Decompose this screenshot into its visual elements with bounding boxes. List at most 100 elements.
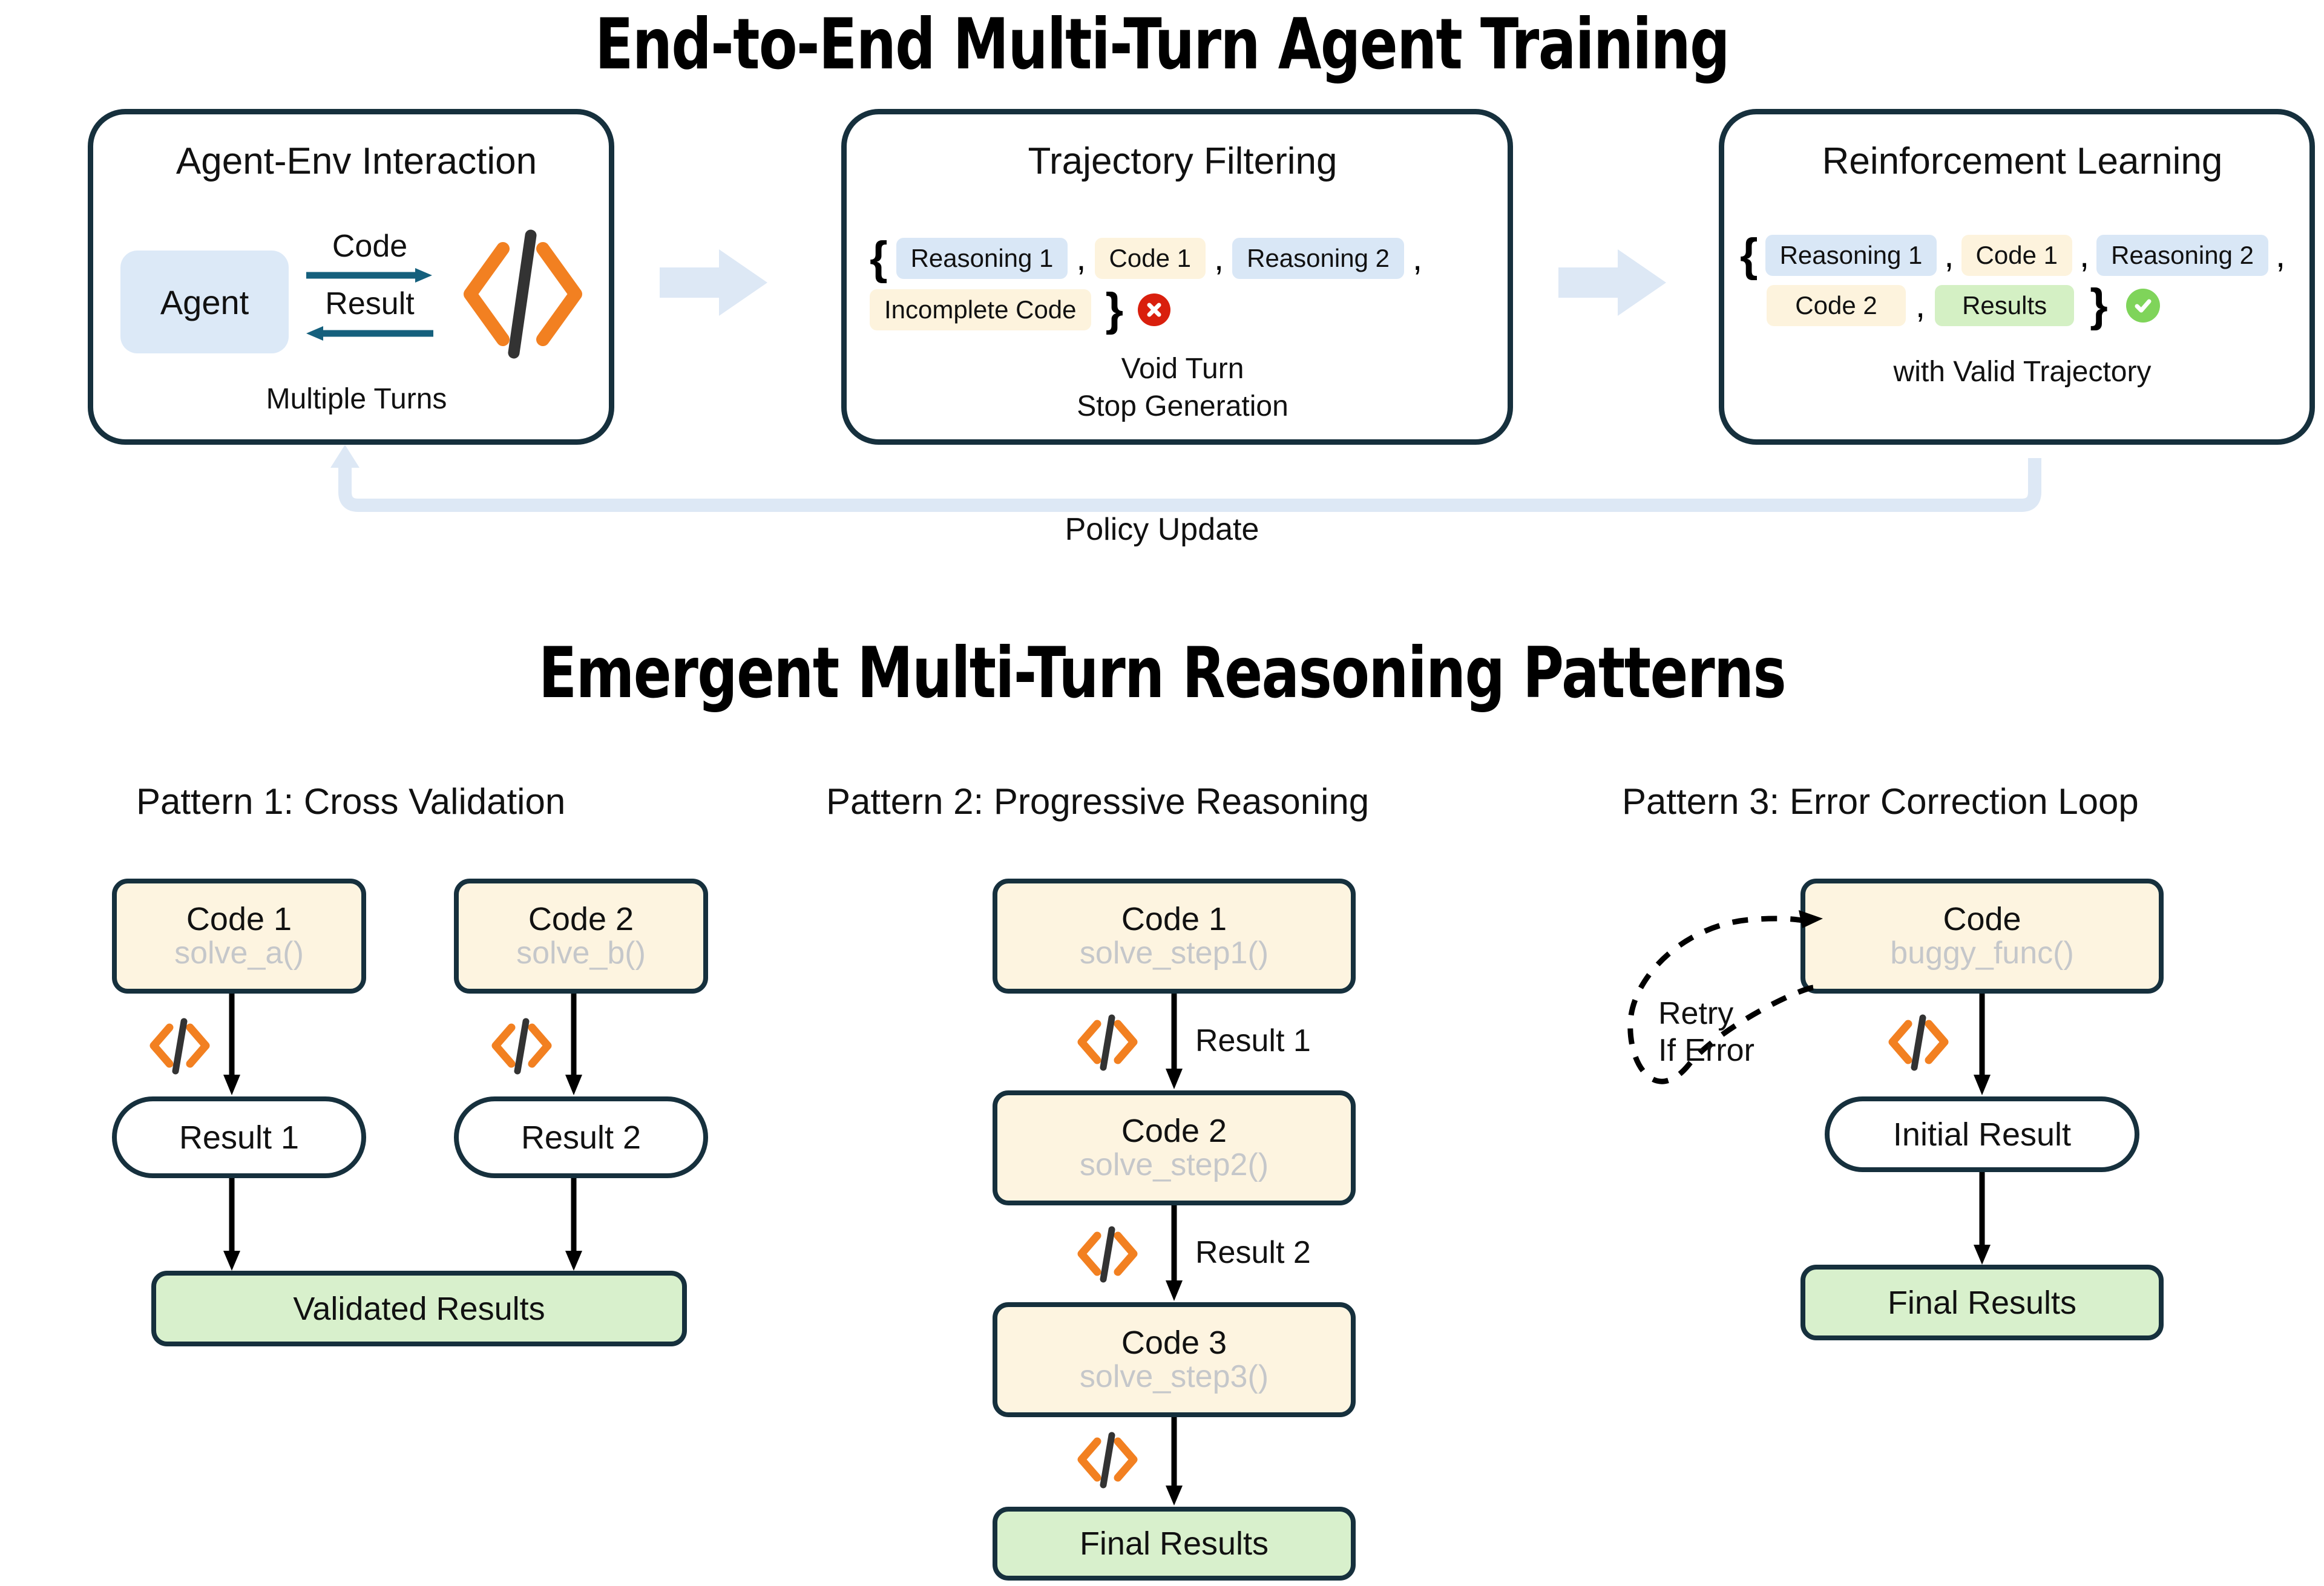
node-subtitle: solve_step1() bbox=[1079, 936, 1269, 971]
node-subtitle: solve_b() bbox=[516, 936, 646, 971]
pattern3-arrow-result-to-final bbox=[1974, 1172, 1991, 1265]
pattern3-initial-result-node: Initial Result bbox=[1825, 1096, 2139, 1172]
token-comma: , bbox=[1213, 238, 1224, 278]
node-label: Final Results bbox=[1079, 1525, 1269, 1562]
token-row: Incomplete Code } bbox=[870, 284, 1171, 335]
pattern2-code-1-node: Code 1 solve_step1() bbox=[993, 879, 1356, 994]
pattern1-result-2-node: Result 2 bbox=[454, 1096, 708, 1178]
pattern3-retry-label: Retry If Error bbox=[1658, 996, 1754, 1069]
token-comma: , bbox=[1944, 235, 1954, 275]
stage-trajectory-filtering: Trajectory Filtering { Reasoning 1 , Cod… bbox=[841, 109, 1513, 445]
token-row: { Reasoning 1 , Code 1 , Reasoning 2 , bbox=[870, 235, 1422, 281]
pattern2-final-results-node: Final Results bbox=[993, 1507, 1356, 1581]
pattern1-arrow-code2-to-result2 bbox=[565, 994, 582, 1095]
token-reasoning-2: Reasoning 2 bbox=[1232, 238, 1404, 279]
stage-footer: with Valid Trajectory bbox=[1893, 356, 2152, 388]
dashed-retry-loop-icon bbox=[1627, 910, 1823, 1084]
pattern3-arrow-code-to-result bbox=[1974, 994, 1991, 1095]
pattern1-arrow-result1-to-final bbox=[223, 1178, 240, 1271]
pattern-3-title: Pattern 3: Error Correction Loop bbox=[1622, 781, 2139, 822]
token-comma: , bbox=[2079, 235, 2090, 275]
node-label: Validated Results bbox=[293, 1290, 545, 1327]
token-reasoning-1: Reasoning 1 bbox=[1765, 235, 1937, 276]
token-comma: , bbox=[1412, 238, 1423, 278]
pattern2-code-3-node: Code 3 solve_step3() bbox=[993, 1302, 1356, 1417]
arrow-agent-to-env bbox=[306, 268, 432, 283]
token-row: Code 2 , Results } bbox=[1767, 283, 2160, 329]
open-brace: { bbox=[870, 232, 888, 284]
code-brackets-icon bbox=[149, 1018, 210, 1075]
block-arrow-right-icon bbox=[1558, 249, 1666, 316]
node-title: Code bbox=[1943, 901, 2021, 938]
pattern1-validated-results-node: Validated Results bbox=[151, 1271, 687, 1346]
stage-title: Agent-Env Interaction bbox=[176, 140, 537, 182]
close-brace: } bbox=[2090, 280, 2108, 331]
code-brackets-icon bbox=[1077, 1226, 1138, 1283]
pattern2-code-2-node: Code 2 solve_step2() bbox=[993, 1090, 1356, 1205]
stage-title: Reinforcement Learning bbox=[1822, 140, 2223, 182]
edge-label-result: Result bbox=[325, 286, 415, 321]
node-title: Code 2 bbox=[528, 901, 634, 938]
pattern1-code-2-node: Code 2 solve_b() bbox=[454, 879, 708, 994]
stage-title: Trajectory Filtering bbox=[1028, 140, 1338, 182]
node-title: Code 1 bbox=[1121, 901, 1227, 938]
node-subtitle: solve_step2() bbox=[1079, 1147, 1269, 1183]
pattern2-arrow-1 bbox=[1166, 994, 1183, 1089]
node-subtitle: solve_a() bbox=[174, 936, 304, 971]
policy-update-loop-arrow-icon bbox=[330, 445, 2041, 512]
code-brackets-icon bbox=[1077, 1432, 1138, 1489]
open-brace: { bbox=[1740, 229, 1758, 281]
pattern1-arrow-code1-to-result1 bbox=[223, 994, 240, 1095]
pattern-2-title: Pattern 2: Progressive Reasoning bbox=[826, 781, 1370, 822]
agent-block: Agent bbox=[120, 251, 289, 353]
token-incomplete-code: Incomplete Code bbox=[870, 289, 1091, 330]
token-code-2: Code 2 bbox=[1767, 285, 1906, 326]
error-circle-icon bbox=[1138, 293, 1171, 326]
pattern2-arrow-3 bbox=[1166, 1417, 1183, 1506]
pattern2-arrow-2 bbox=[1166, 1205, 1183, 1301]
token-reasoning-2: Reasoning 2 bbox=[2096, 235, 2268, 276]
stage-footer: Multiple Turns bbox=[266, 383, 447, 415]
node-label: Initial Result bbox=[1892, 1116, 2072, 1153]
pattern2-edge-label-2: Result 2 bbox=[1195, 1235, 1311, 1270]
code-brackets-icon bbox=[1888, 1014, 1949, 1071]
edge-label-code: Code bbox=[332, 229, 408, 264]
node-subtitle: solve_step3() bbox=[1079, 1359, 1269, 1395]
section-title-patterns: Emergent Multi-Turn Reasoning Patterns bbox=[538, 632, 1787, 714]
block-arrow-right-icon bbox=[660, 249, 767, 316]
token-comma: , bbox=[1076, 238, 1086, 278]
pattern3-final-results-node: Final Results bbox=[1800, 1265, 2164, 1340]
token-comma: , bbox=[2275, 235, 2286, 275]
code-brackets-icon bbox=[1077, 1014, 1138, 1071]
token-code-1: Code 1 bbox=[1961, 235, 2072, 276]
node-label: Result 1 bbox=[179, 1119, 300, 1156]
pattern3-code-node: Code buggy_func() bbox=[1800, 879, 2164, 994]
stage-reinforcement-learning: Reinforcement Learning { Reasoning 1 , C… bbox=[1719, 109, 2315, 445]
token-reasoning-1: Reasoning 1 bbox=[896, 238, 1068, 279]
pattern1-code-1-node: Code 1 solve_a() bbox=[112, 879, 366, 994]
agent-label: Agent bbox=[160, 283, 249, 321]
page-title: End-to-End Multi-Turn Agent Training bbox=[595, 4, 1730, 85]
token-row: { Reasoning 1 , Code 1 , Reasoning 2 , bbox=[1740, 232, 2285, 278]
stage-agent-env-interaction: Agent-Env Interaction Agent Code Result … bbox=[88, 109, 614, 445]
node-title: Code 2 bbox=[1121, 1113, 1227, 1150]
token-code-1: Code 1 bbox=[1094, 238, 1206, 279]
close-brace: } bbox=[1105, 284, 1124, 335]
node-title: Code 3 bbox=[1121, 1325, 1227, 1362]
pattern1-result-1-node: Result 1 bbox=[112, 1096, 366, 1178]
token-results: Results bbox=[1935, 285, 2075, 326]
node-label: Final Results bbox=[1887, 1284, 2077, 1321]
pattern-1-title: Pattern 1: Cross Validation bbox=[136, 781, 566, 822]
arrow-env-to-agent bbox=[306, 326, 433, 341]
pattern1-arrow-result2-to-final bbox=[565, 1178, 582, 1271]
node-label: Result 2 bbox=[520, 1119, 642, 1156]
node-title: Code 1 bbox=[186, 901, 292, 938]
code-brackets-icon bbox=[464, 229, 582, 359]
policy-update-label: Policy Update bbox=[1065, 512, 1259, 547]
success-check-icon bbox=[2125, 289, 2160, 323]
token-comma: , bbox=[1915, 286, 1926, 325]
node-subtitle: buggy_func() bbox=[1890, 936, 2074, 971]
stage-footer: Void Turn Stop Generation bbox=[1077, 353, 1288, 423]
code-brackets-icon bbox=[491, 1018, 552, 1075]
